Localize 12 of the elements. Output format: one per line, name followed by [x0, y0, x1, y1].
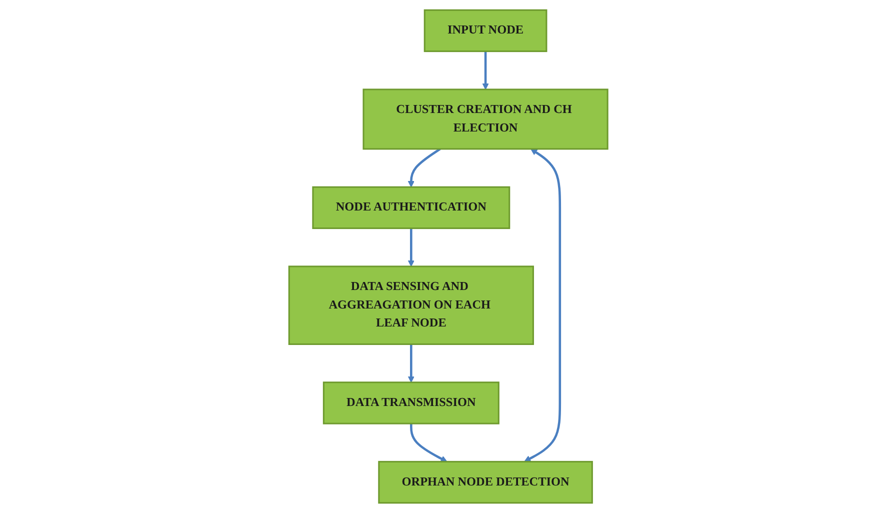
arrow: [482, 51, 489, 90]
arrow: [407, 344, 414, 383]
node-box: CLUSTER CREATION AND CH ELECTION: [362, 88, 608, 150]
node-box: ORPHAN NODE DETECTION: [378, 460, 593, 504]
node-box: INPUT NODE: [424, 9, 547, 52]
arrow: [524, 148, 561, 462]
arrow: [410, 424, 447, 462]
node-box: NODE AUTHENTICATION: [312, 186, 510, 230]
node-box: DATA SENSING AND AGGREAGATION ON EACH LEAF NODE: [288, 266, 534, 345]
arrow: [407, 148, 440, 188]
arrow: [407, 228, 414, 267]
node-box: DATA TRANSMISSION: [322, 382, 500, 424]
